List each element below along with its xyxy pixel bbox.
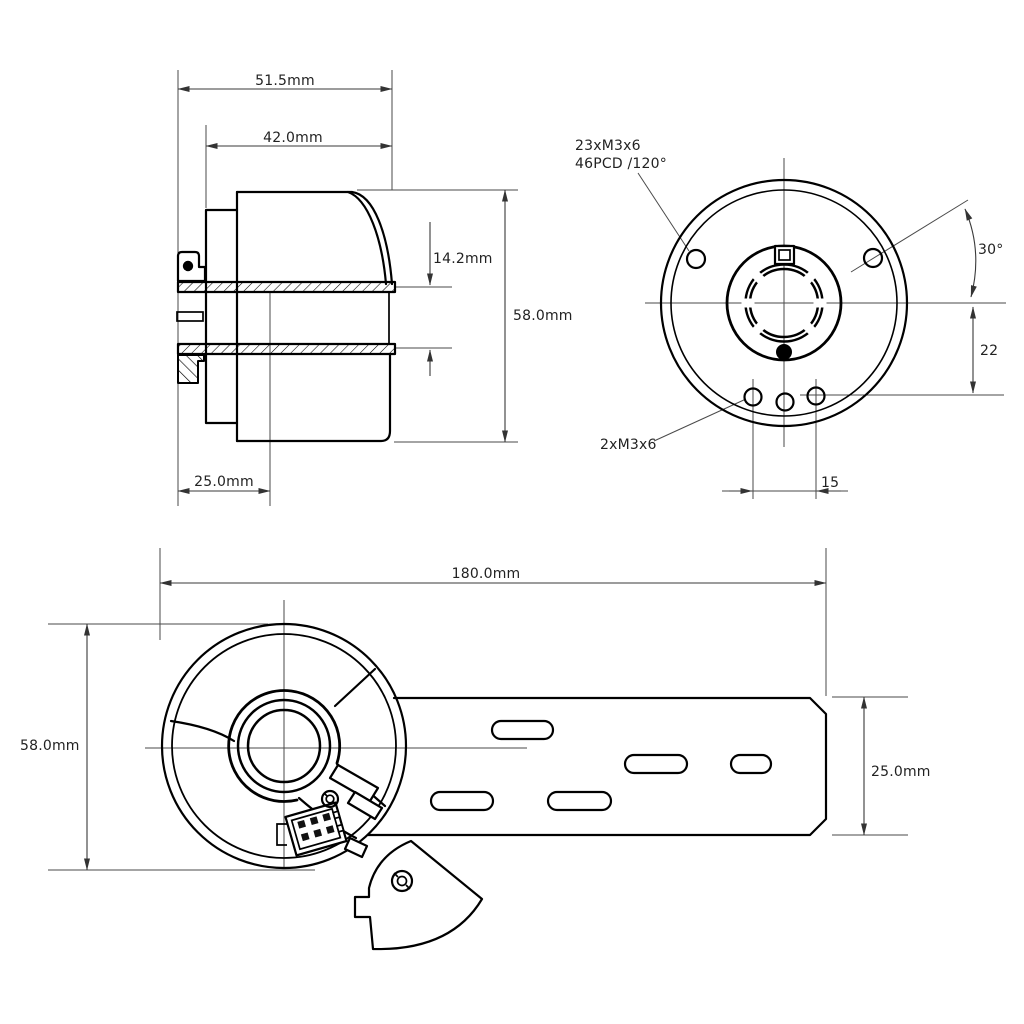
bottom-hole-left — [743, 387, 763, 407]
front-view: 23xM3x6 46PCD /120° 2xM3x6 30° 22 15 — [575, 138, 1006, 499]
shaft-bore — [246, 708, 322, 784]
encoder-face — [659, 178, 909, 428]
bottom-holes-label: 2xM3x6 — [600, 437, 657, 453]
wedge-screw-icon — [390, 869, 414, 893]
index-mark — [776, 344, 792, 360]
cable-tab — [276, 823, 287, 846]
bottom-hole-right — [806, 386, 826, 406]
side-view-dimension-lines — [177, 70, 518, 506]
dim-arm-width-label: 25.0mm — [871, 764, 931, 780]
mounting-hole-upper-left — [685, 248, 707, 270]
clamp-screw-icon — [182, 260, 194, 272]
bottom-hole-center — [775, 392, 795, 412]
bottom-view-dimension-lines — [48, 548, 908, 871]
dim-angle-label: 30° — [978, 242, 1003, 258]
leader-mount-holes — [637, 172, 690, 252]
wedge-cover — [353, 839, 484, 951]
bottom-view: 180.0mm 58.0mm 25.0mm — [20, 548, 931, 951]
mounting-hole-upper-right — [862, 247, 884, 269]
tether-arm — [366, 696, 828, 837]
spring-leaf — [169, 719, 236, 743]
dim-body-width-label: 42.0mm — [263, 130, 323, 146]
front-view-dimension-lines — [637, 158, 1006, 499]
dim-flange-depth-label: 25.0mm — [194, 474, 254, 490]
hub-clamp-slot — [773, 244, 796, 266]
shaft-clamp-bottom — [177, 354, 205, 384]
dim-body-height-label: 58.0mm — [513, 308, 573, 324]
angle-reference-line — [850, 199, 969, 273]
side-view: 51.5mm 42.0mm 14.2mm 58.0mm 25.0mm — [176, 70, 573, 506]
clamp-lever — [328, 763, 384, 859]
leader-bottom-holes — [653, 398, 747, 442]
collet-ring — [741, 263, 827, 343]
dim-arm-length-label: 180.0mm — [452, 566, 521, 582]
dim-vertical-offset-label: 22 — [980, 343, 998, 359]
dim-overall-width-label: 51.5mm — [255, 73, 315, 89]
retaining-ring — [176, 311, 204, 322]
mount-holes-label-line2: 46PCD /120° — [575, 156, 667, 172]
mount-holes-label-line1: 23xM3x6 — [575, 138, 641, 154]
cover-screw-icon — [320, 789, 340, 809]
hub-arc — [227, 689, 342, 803]
dim-hole-spacing-label: 15 — [821, 475, 839, 491]
encoder-disc — [160, 622, 408, 870]
shaft-clamp-top — [176, 250, 207, 283]
dim-top-to-shaft-label: 14.2mm — [433, 251, 493, 267]
encoder-body-section — [176, 190, 397, 443]
dim-disc-height-label: 58.0mm — [20, 738, 80, 754]
connector — [284, 801, 348, 857]
shaft-section-top — [176, 280, 397, 294]
face-seam-line — [333, 667, 377, 708]
shaft-section-bottom — [176, 342, 397, 356]
